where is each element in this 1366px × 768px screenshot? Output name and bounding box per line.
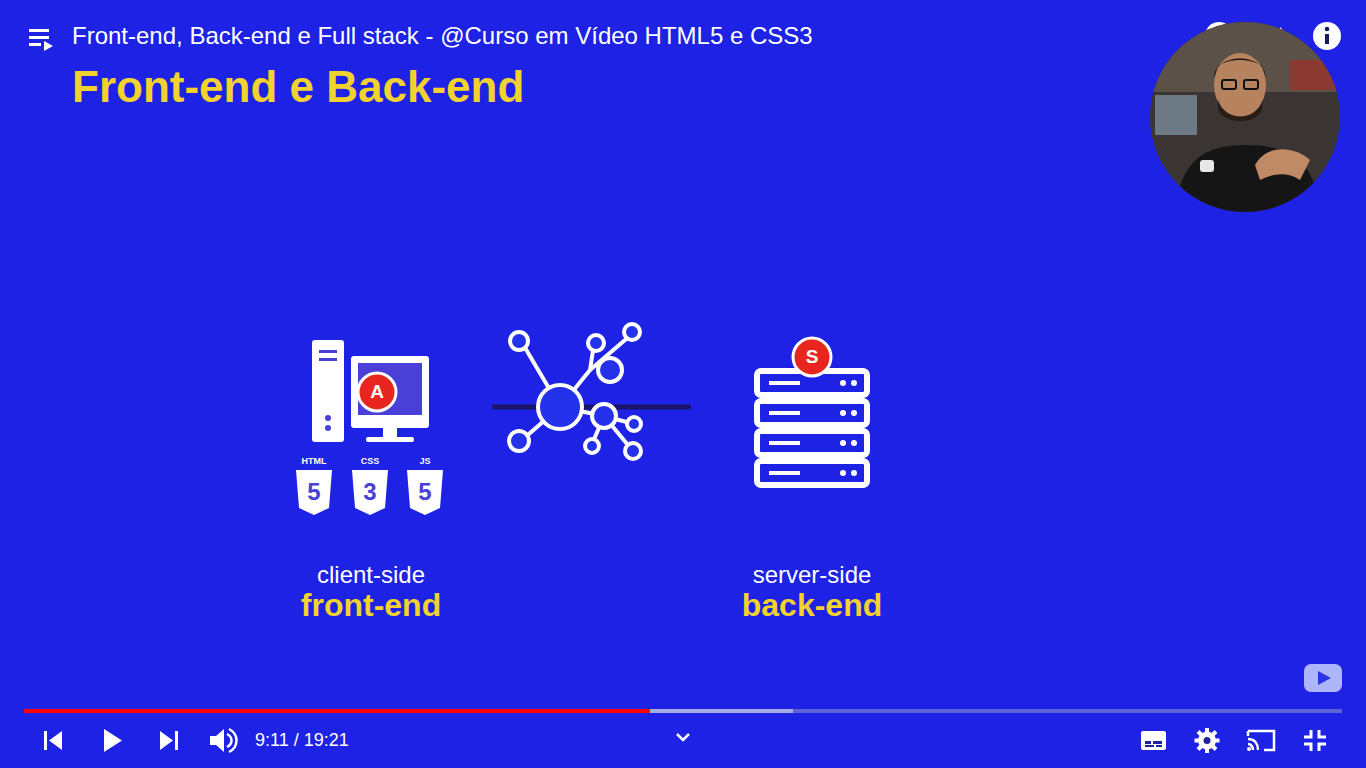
network-hub-icon	[509, 324, 641, 459]
bottom-shade	[0, 650, 1366, 768]
connector-line	[492, 405, 690, 410]
progress-buffer	[24, 709, 793, 713]
shield-glyph: 5	[307, 478, 320, 506]
badge-letter: S	[806, 346, 819, 368]
tech-label: CSS	[361, 456, 380, 466]
progress-played	[24, 709, 650, 713]
server-badge	[793, 338, 831, 376]
circle-shape	[689, 304, 935, 550]
shield-glyph: 5	[418, 478, 431, 506]
dashed-circle-outline	[687, 302, 937, 552]
server-circle: server-sideback-end	[687, 302, 937, 623]
side-label: client-side	[246, 561, 496, 589]
player-controls	[44, 728, 1326, 753]
computer-icon	[312, 340, 429, 442]
youtube-logo	[1304, 664, 1342, 692]
side-label: server-side	[687, 561, 937, 589]
client-circle: client-sidefront-end	[246, 302, 496, 623]
background-blob	[0, 85, 632, 768]
server-icon	[757, 371, 867, 485]
angular-badge	[358, 373, 396, 411]
webcam-bubble	[1150, 22, 1340, 212]
shield-glyph: 3	[363, 478, 376, 506]
time-display: 9:11 / 19:21	[255, 730, 349, 751]
video-title: Front-end, Back-end e Full stack - @Curs…	[72, 22, 813, 50]
layer-label: front-end	[246, 587, 496, 623]
tech-label: JS	[419, 456, 430, 466]
slide-heading: Front-end e Back-end	[72, 62, 524, 112]
progress-track	[24, 709, 1342, 713]
tech-shields	[296, 470, 443, 515]
info-icon	[1313, 22, 1341, 50]
playlist-icon	[29, 29, 53, 51]
layer-label: back-end	[687, 587, 937, 623]
dashed-circle-outline	[246, 302, 496, 552]
tech-label: HTML	[302, 456, 327, 466]
badge-letter: A	[370, 381, 384, 403]
circle-shape	[248, 304, 494, 550]
